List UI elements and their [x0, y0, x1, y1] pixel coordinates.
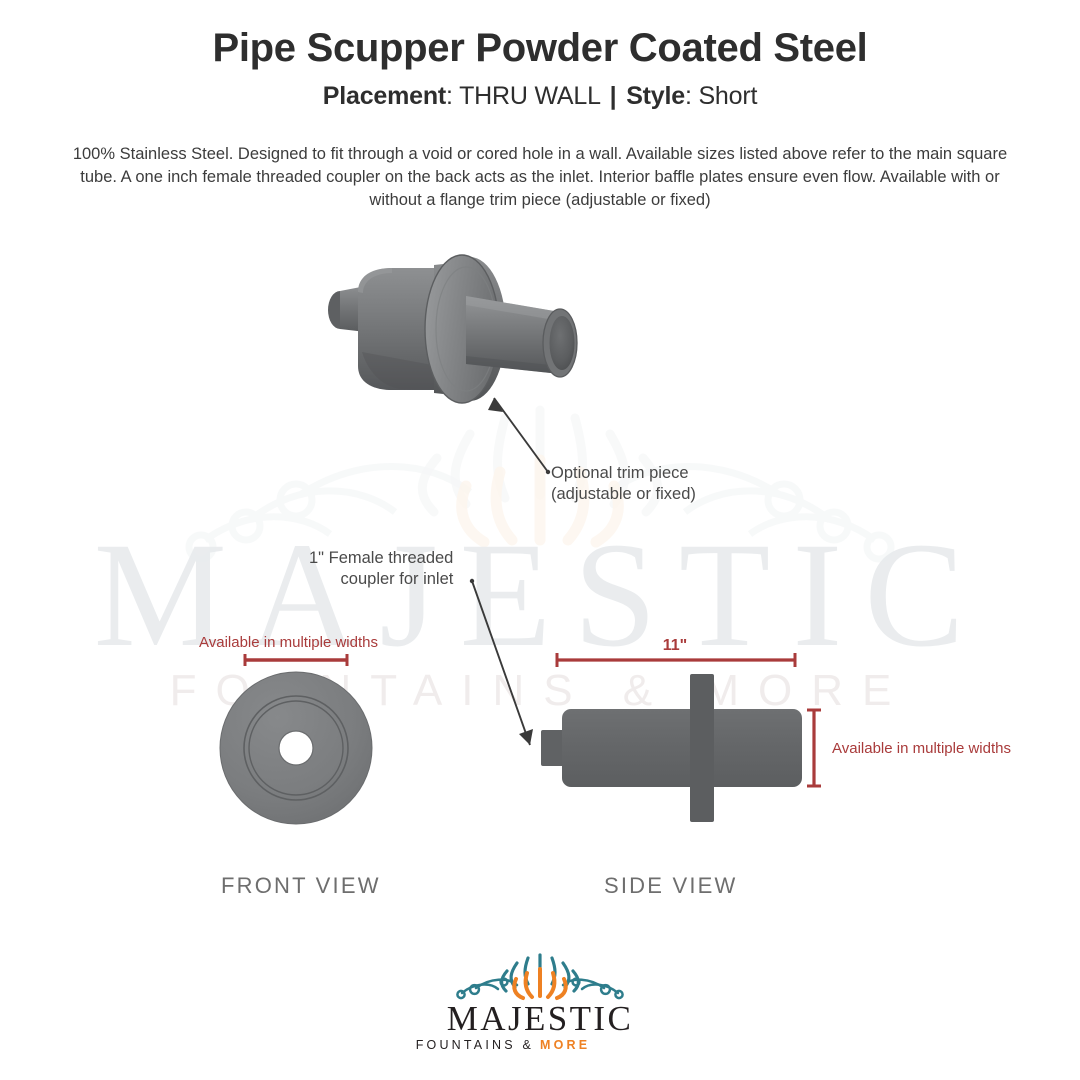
header: Pipe Scupper Powder Coated Steel Placeme…: [0, 0, 1080, 111]
dimension-front-width: [243, 654, 349, 666]
front-view-drawing: [219, 671, 373, 825]
dimension-label-front-width: Available in multiple widths: [199, 634, 378, 651]
majestic-logo: MAJESTIC FOUNTAINS & MORE: [416, 953, 633, 1052]
isometric-view: [328, 254, 578, 404]
style-value: Short: [698, 82, 758, 110]
side-trim-flange: [690, 674, 714, 822]
callout-optional-trim: Optional trim piece (adjustable or fixed…: [551, 463, 696, 505]
callout-coupler-line2: coupler for inlet: [340, 570, 454, 588]
subtitle-separator: |: [609, 82, 617, 110]
front-view-label: FRONT VIEW: [221, 873, 381, 898]
logo-tagline-main: FOUNTAINS &: [416, 1038, 534, 1052]
placement-colon: :: [446, 82, 453, 110]
side-main-body: [562, 709, 802, 787]
dimension-label-side-length: 11": [662, 637, 688, 654]
logo-tagline-accent: MORE: [540, 1038, 590, 1052]
style-label: Style: [626, 82, 685, 110]
callout-coupler-line1: 1" Female threaded: [309, 549, 454, 567]
logo-flame-icon: [512, 967, 568, 1000]
page-title: Pipe Scupper Powder Coated Steel: [212, 26, 868, 70]
dimension-side-height: [807, 708, 821, 788]
dimension-side-length: [555, 653, 797, 667]
side-coupler-stub: [541, 730, 565, 766]
callout-trim-line1: Optional trim piece: [551, 464, 689, 482]
placement-label: Placement: [322, 82, 447, 110]
callout-trim-line2: (adjustable or fixed): [551, 485, 696, 503]
leader-trim: [488, 397, 551, 475]
logo-wordmark: MAJESTIC: [447, 999, 633, 1038]
style-colon: :: [684, 82, 692, 110]
subtitle: Placement: THRU WALL | Style: Short: [0, 71, 1080, 111]
callout-coupler: 1" Female threaded coupler for inlet: [309, 548, 453, 590]
side-view-drawing: [541, 674, 802, 822]
placement-value: THRU WALL: [459, 82, 600, 110]
dimension-label-side-height: Available in multiple widths: [832, 740, 1011, 757]
product-description: 100% Stainless Steel. Designed to fit th…: [72, 145, 1008, 209]
leader-coupler: [469, 578, 533, 746]
side-view-label: SIDE VIEW: [604, 873, 738, 898]
iso-outlet-tube: [466, 296, 578, 378]
